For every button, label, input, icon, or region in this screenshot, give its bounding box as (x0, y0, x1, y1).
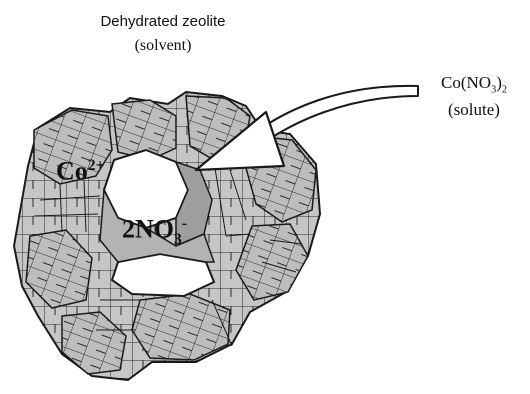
cobalt-ion-label: Co2+ (56, 158, 104, 185)
cobalt-symbol: Co (56, 157, 88, 186)
solute-role: (solute) (424, 99, 524, 121)
solute-formula-main: Co(NO (441, 73, 491, 92)
solute-formula: Co(NO3)2 (424, 72, 524, 97)
nitrate-ion-label: 2NO3- (122, 216, 187, 247)
nitrate-charge: - (182, 215, 187, 232)
nitrate-symbol: 2NO (122, 215, 174, 244)
solute-formula-sub2: 2 (502, 84, 507, 95)
solvent-title: Dehydrated zeolite (78, 12, 248, 32)
solvent-label: Dehydrated zeolite (solvent) (78, 12, 248, 56)
solvent-role: (solvent) (78, 36, 248, 57)
cage-bottom (132, 294, 230, 360)
nitrate-sub: 3 (174, 231, 182, 248)
solute-label: Co(NO3)2 (solute) (424, 72, 524, 121)
cobalt-charge: 2+ (88, 157, 105, 174)
